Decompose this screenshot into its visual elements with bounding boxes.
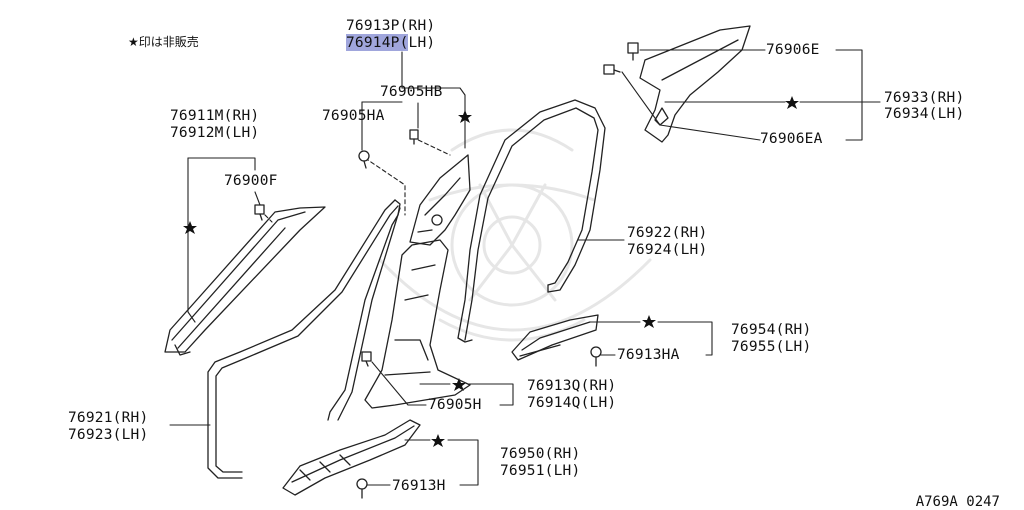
label-76905HA[interactable]: 76905HA bbox=[322, 108, 385, 124]
label-76934-lh[interactable]: 76934(LH) bbox=[884, 106, 965, 122]
front-opening-weatherstrip bbox=[207, 199, 401, 479]
label-76955-lh[interactable]: 76955(LH) bbox=[731, 339, 812, 355]
drawing-code: A769A 0247 bbox=[915, 494, 1000, 510]
label-76933-rh[interactable]: 76933(RH) bbox=[884, 90, 965, 106]
clip-76900F bbox=[254, 204, 265, 221]
clip-76906EA bbox=[603, 64, 621, 75]
star-2 bbox=[183, 221, 197, 234]
star-1 bbox=[458, 110, 472, 123]
fasteners bbox=[254, 42, 639, 499]
clip-76905HA bbox=[358, 150, 370, 169]
label-76905HB[interactable]: 76905HB bbox=[380, 84, 443, 100]
label-76913P-rh[interactable]: 76913P(RH) bbox=[346, 18, 436, 34]
label-76950-rh[interactable]: 76950(RH) bbox=[500, 446, 581, 462]
label-76905H[interactable]: 76905H bbox=[428, 397, 482, 413]
label-76900F[interactable]: 76900F bbox=[224, 173, 278, 189]
label-76923-lh[interactable]: 76923(LH) bbox=[68, 427, 149, 443]
center-pillar-upper bbox=[409, 154, 471, 246]
rear-quarter-trim bbox=[639, 25, 751, 143]
clip-76905H bbox=[361, 351, 372, 367]
non-sale-stars bbox=[183, 96, 799, 447]
front-kicking-plate bbox=[282, 419, 421, 496]
a-pillar-garnish bbox=[164, 206, 326, 356]
label-76913Q-rh[interactable]: 76913Q(RH) bbox=[527, 378, 617, 394]
legend-text: 印は非販売 bbox=[138, 35, 199, 49]
clip-76905HB bbox=[409, 129, 419, 145]
screw-76913H bbox=[356, 478, 368, 499]
star-3 bbox=[785, 96, 799, 109]
star-5 bbox=[452, 378, 466, 391]
label-76913HA[interactable]: 76913HA bbox=[617, 347, 680, 363]
label-76924-lh[interactable]: 76924(LH) bbox=[627, 242, 708, 258]
screw-76913HA bbox=[590, 346, 602, 367]
label-76912M-lh[interactable]: 76912M(LH) bbox=[170, 125, 260, 141]
label-76914P-lh[interactable]: 76914P(LH) bbox=[346, 35, 436, 51]
label-76906E[interactable]: 76906E bbox=[766, 42, 820, 58]
label-76911M-rh[interactable]: 76911M(RH) bbox=[170, 108, 260, 124]
center-pillar-lower bbox=[364, 239, 471, 409]
star-symbol: ★ bbox=[128, 35, 139, 49]
leader-lines bbox=[169, 49, 881, 486]
star-6 bbox=[431, 434, 445, 447]
watermark bbox=[378, 128, 652, 342]
label-76951-lh[interactable]: 76951(LH) bbox=[500, 463, 581, 479]
legend-note: ★印は非販売 bbox=[128, 33, 199, 50]
label-76922-rh[interactable]: 76922(RH) bbox=[627, 225, 708, 241]
clip-76906E bbox=[627, 42, 639, 61]
rear-opening-weatherstrip bbox=[457, 99, 606, 343]
star-4 bbox=[642, 315, 656, 328]
highlight-box bbox=[346, 34, 408, 51]
label-76906EA[interactable]: 76906EA bbox=[760, 131, 823, 147]
label-76921-rh[interactable]: 76921(RH) bbox=[68, 410, 149, 426]
rear-kicking-plate bbox=[511, 314, 599, 361]
label-76914Q-lh[interactable]: 76914Q(LH) bbox=[527, 395, 617, 411]
label-76954-rh[interactable]: 76954(RH) bbox=[731, 322, 812, 338]
label-76913H[interactable]: 76913H bbox=[392, 478, 446, 494]
